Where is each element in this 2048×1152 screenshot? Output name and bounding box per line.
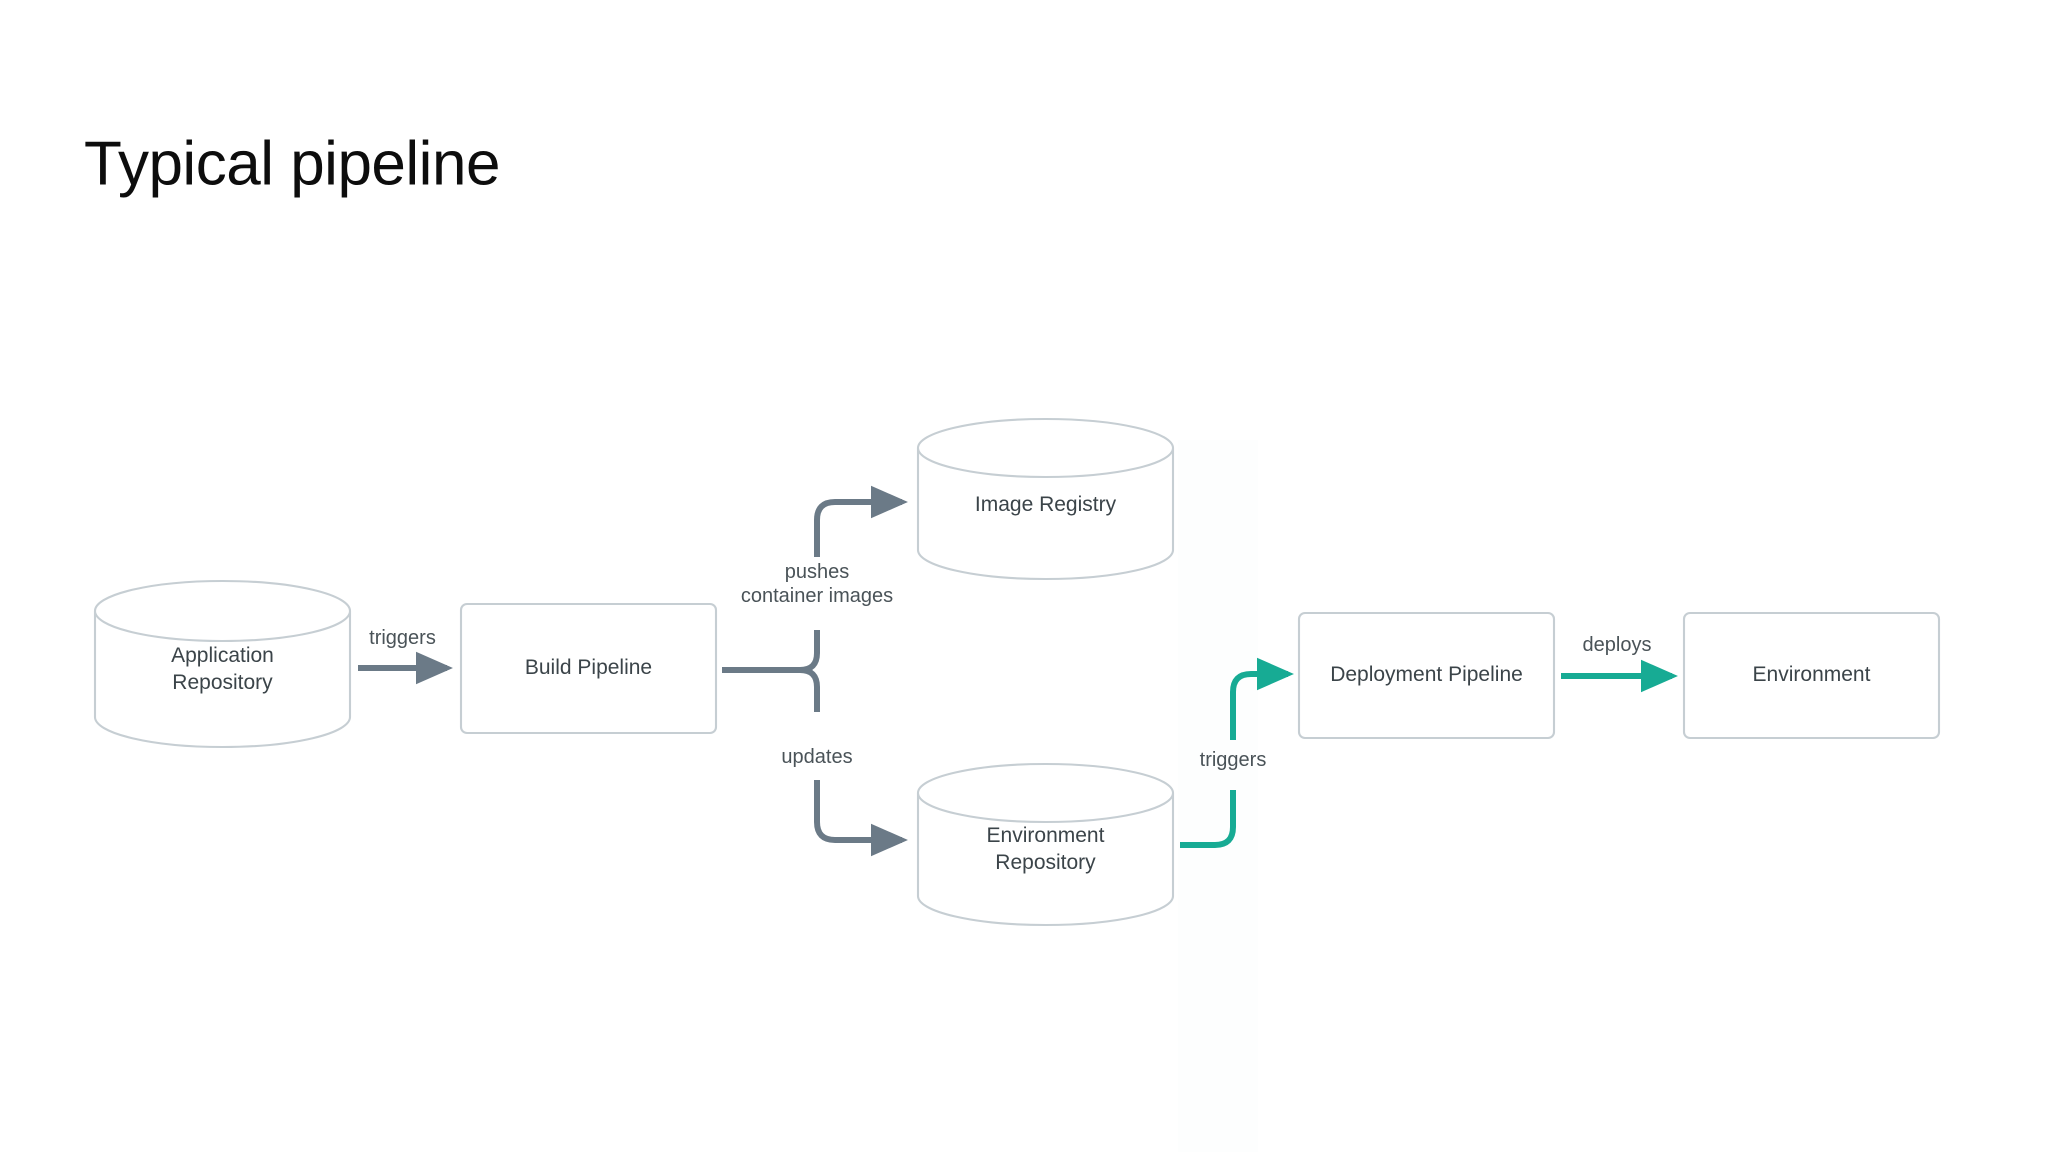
node-build-pipeline[interactable] [459, 602, 718, 735]
edge-build-to-image-registry [799, 485, 908, 673]
box-outline [1682, 611, 1941, 740]
cylinder-body [916, 793, 1175, 927]
cylinder-body [916, 448, 1175, 581]
cylinder-top [916, 762, 1175, 824]
cylinder-top [916, 417, 1175, 479]
edge-build-to-env-repo [799, 667, 908, 857]
cylinder-body [93, 611, 352, 749]
node-image-registry[interactable] [916, 417, 1175, 581]
edge-env-repo-to-deployment [1180, 657, 1294, 848]
node-deployment-pipeline[interactable] [1297, 611, 1556, 740]
box-outline [459, 602, 718, 735]
node-environment-repository[interactable] [916, 762, 1175, 927]
page-title: Typical pipeline [84, 128, 500, 198]
cylinder-top [93, 579, 352, 643]
node-application-repository[interactable] [93, 579, 352, 749]
node-environment[interactable] [1682, 611, 1941, 740]
box-outline [1297, 611, 1556, 740]
